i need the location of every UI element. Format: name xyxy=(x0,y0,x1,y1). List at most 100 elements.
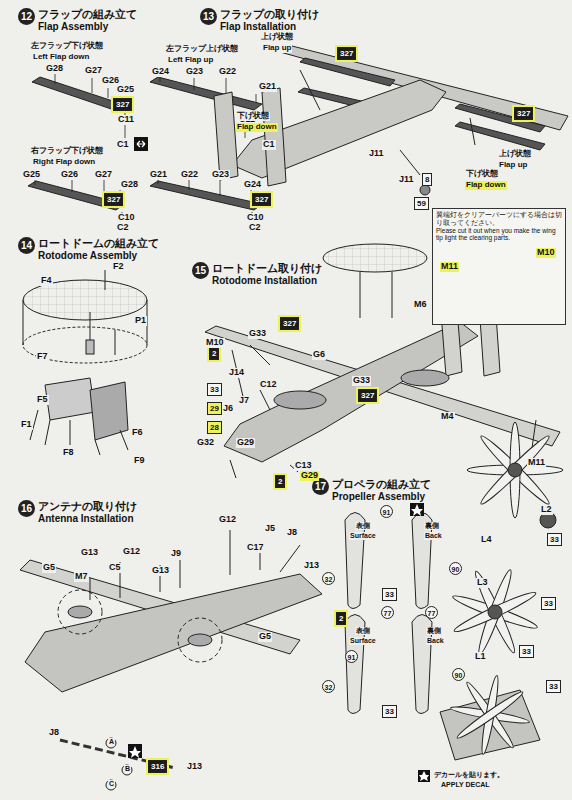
color-callout: 28 xyxy=(207,421,222,434)
step-title-text: ロートドームの組み立て xyxy=(38,237,159,250)
color-number: 33 xyxy=(544,599,553,608)
color-number: 90 xyxy=(455,672,463,679)
part-label: G23 xyxy=(185,67,204,77)
step-title: プロペラの組み立てPropeller Assembly xyxy=(332,478,433,503)
paint-circle: 32 xyxy=(322,572,335,585)
part-label: G26 xyxy=(60,170,79,180)
step-title-text: ロートドーム取り付け xyxy=(212,262,322,275)
part-label: Flap up xyxy=(498,161,528,170)
propeller-blades xyxy=(345,422,563,760)
part-label: J14 xyxy=(228,368,245,378)
part-label: Flap up xyxy=(262,44,292,53)
paint-circle: 77 xyxy=(425,606,438,619)
color-callout: 316 xyxy=(148,760,167,773)
part-label: M6 xyxy=(413,300,428,310)
part-label: 左フラップ上げ状態 xyxy=(165,45,239,54)
part-label: C10 xyxy=(246,213,265,223)
color-number: 77 xyxy=(428,610,436,617)
part-label: G28 xyxy=(45,64,64,74)
part-label: F2 xyxy=(112,262,125,272)
propeller-blades xyxy=(475,568,515,656)
step-header: 14ロートドームの組み立てRotodome Assembly xyxy=(18,237,161,262)
step-title: アンテナの取り付けAntenna Installation xyxy=(38,500,139,525)
part-label: P1 xyxy=(134,316,147,326)
part-label: G25 xyxy=(116,85,135,95)
step-header: 16アンテナの取り付けAntenna Installation xyxy=(18,500,139,525)
part-label: C11 xyxy=(117,115,135,125)
part-label: F6 xyxy=(131,428,144,438)
part-label: G27 xyxy=(84,66,103,76)
part-label: C1 xyxy=(116,140,130,150)
flap-parts xyxy=(28,74,262,220)
part-label: G29 xyxy=(236,438,255,448)
color-number: 32 xyxy=(325,576,333,583)
part-label: J11 xyxy=(368,149,385,159)
propeller-blades xyxy=(478,433,553,508)
step-title: フラップの取り付けFlap Installation xyxy=(220,8,321,33)
part-label: L4 xyxy=(480,535,493,545)
propeller-blades xyxy=(452,588,538,635)
part-label: 上げ状態 xyxy=(260,33,294,42)
flap-installation-aircraft xyxy=(300,70,475,175)
antenna-aircraft xyxy=(68,606,92,618)
part-label: Surface xyxy=(349,532,377,540)
rotodome-installation-aircraft xyxy=(230,345,536,478)
color-number: 327 xyxy=(116,100,129,109)
part-label: G32 xyxy=(196,438,215,448)
propeller-blades xyxy=(451,568,539,656)
flap-parts xyxy=(150,77,262,110)
part-label: F8 xyxy=(62,448,75,458)
color-callout: 327 xyxy=(358,389,377,402)
flap-parts xyxy=(28,181,124,210)
part-label: G21 xyxy=(149,170,168,180)
part-label: L3 xyxy=(476,578,489,588)
rotodome-installation-aircraft xyxy=(323,244,427,272)
part-label: Surface xyxy=(349,637,377,645)
rotodome-installation-aircraft xyxy=(274,391,326,409)
part-label: Right Flap down xyxy=(32,158,96,167)
step-title-text: フラップの取り付け xyxy=(220,8,319,21)
part-label: 下げ状態 xyxy=(465,170,499,179)
part-label: M4 xyxy=(440,412,455,422)
color-number: 327 xyxy=(361,391,374,400)
color-callout: 8 xyxy=(422,173,432,186)
part-label: C1 xyxy=(262,140,276,150)
part-label: F1 xyxy=(20,420,33,430)
flap-installation-aircraft xyxy=(420,185,430,195)
part-label: APPLY DECAL xyxy=(440,781,491,789)
part-label: G22 xyxy=(218,67,237,77)
part-label: F7 xyxy=(36,352,49,362)
step-header: 13フラップの取り付けFlap Installation xyxy=(200,8,321,33)
part-label: C xyxy=(108,780,115,788)
part-label: B xyxy=(124,765,131,773)
swap-icon xyxy=(134,137,148,151)
color-callout: 327 xyxy=(280,317,299,330)
step-title-text: フラップの組み立て xyxy=(38,8,137,21)
part-label: G5 xyxy=(42,563,56,573)
color-number: 29 xyxy=(210,404,219,413)
part-label: G12 xyxy=(122,547,141,557)
part-label: C2 xyxy=(248,223,262,233)
propeller-blades xyxy=(508,463,522,477)
color-number: 33 xyxy=(385,590,394,599)
paint-circle: 77 xyxy=(381,606,394,619)
color-number: 327 xyxy=(255,195,268,204)
part-label: M7 xyxy=(74,572,89,582)
rotodome-assembly xyxy=(86,340,94,354)
paint-circle: 91 xyxy=(345,650,358,663)
step-header: 15ロートドーム取り付けRotodome Installation xyxy=(192,262,324,287)
flap-installation-aircraft xyxy=(300,58,395,86)
color-number: 8 xyxy=(425,175,429,184)
part-label: Left Flap up xyxy=(167,56,214,65)
part-label: 右フラップ下げ状態 xyxy=(30,147,104,156)
part-label: G24 xyxy=(151,67,170,77)
propeller-blades xyxy=(488,605,502,619)
step-number: 16 xyxy=(18,500,35,517)
color-callout: 2 xyxy=(209,347,219,360)
step-title: フラップの組み立てFlap Assembly xyxy=(38,8,139,33)
color-number: 316 xyxy=(151,762,164,771)
step-title-text: Flap Assembly xyxy=(38,21,137,33)
decal-star xyxy=(128,502,430,782)
color-number: 327 xyxy=(517,109,530,118)
flap-parts xyxy=(150,181,262,210)
